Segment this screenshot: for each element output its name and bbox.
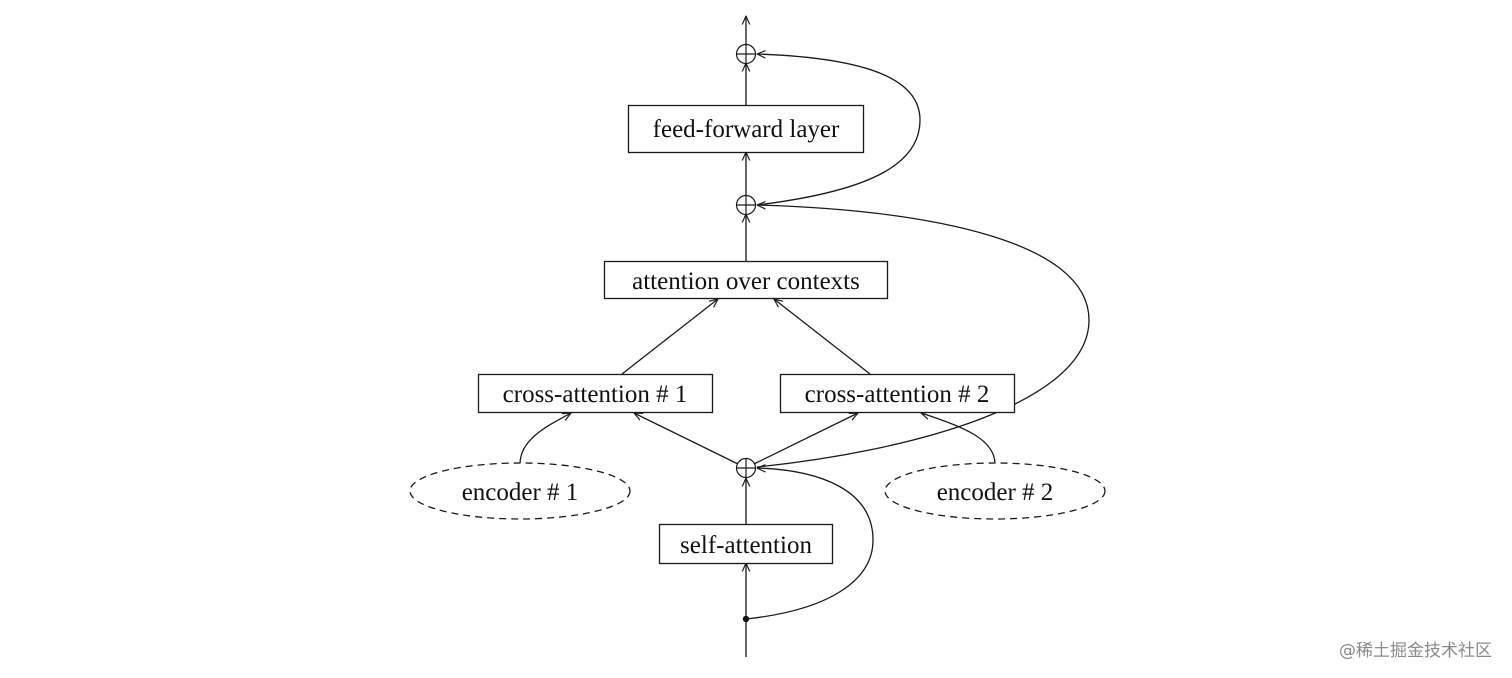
node-feed-forward: feed-forward layer bbox=[627, 104, 865, 154]
edge-add-1-to-cross-attention-1 bbox=[634, 413, 739, 465]
node-encoder-1: encoder # 1 bbox=[409, 462, 631, 520]
node-cross-attention-1-label: cross-attention # 1 bbox=[503, 381, 688, 408]
node-cross-attention-1: cross-attention # 1 bbox=[477, 373, 714, 414]
edge-cross-attention-1-to-attention-over-contexts bbox=[621, 299, 718, 375]
edge-add-1-to-cross-attention-2 bbox=[753, 413, 858, 465]
node-self-attention-label: self-attention bbox=[680, 532, 812, 559]
node-attention-over-contexts-label: attention over contexts bbox=[632, 268, 860, 295]
node-encoder-1-label: encoder # 1 bbox=[462, 479, 579, 506]
residual-add-2-to-add-3 bbox=[757, 54, 921, 206]
node-cross-attention-2: cross-attention # 2 bbox=[779, 373, 1016, 414]
add-node-1 bbox=[735, 457, 757, 479]
edge-cross-attention-2-to-attention-over-contexts bbox=[774, 299, 871, 375]
residual-input-to-add-1 bbox=[745, 468, 874, 620]
edge-encoder-1-to-cross-attention-1 bbox=[519, 413, 571, 465]
node-attention-over-contexts: attention over contexts bbox=[603, 260, 889, 300]
watermark: @稀土掘金技术社区 bbox=[1339, 641, 1492, 661]
add-node-3 bbox=[735, 43, 757, 65]
node-encoder-2: encoder # 2 bbox=[884, 462, 1106, 520]
edge-encoder-2-to-cross-attention-2 bbox=[921, 413, 996, 465]
node-self-attention: self-attention bbox=[658, 523, 834, 565]
add-node-2 bbox=[735, 194, 757, 216]
node-feed-forward-label: feed-forward layer bbox=[653, 116, 840, 143]
residual-add-1-to-add-2 bbox=[757, 205, 1090, 468]
node-cross-attention-2-label: cross-attention # 2 bbox=[805, 381, 990, 408]
node-encoder-2-label: encoder # 2 bbox=[937, 479, 1054, 506]
